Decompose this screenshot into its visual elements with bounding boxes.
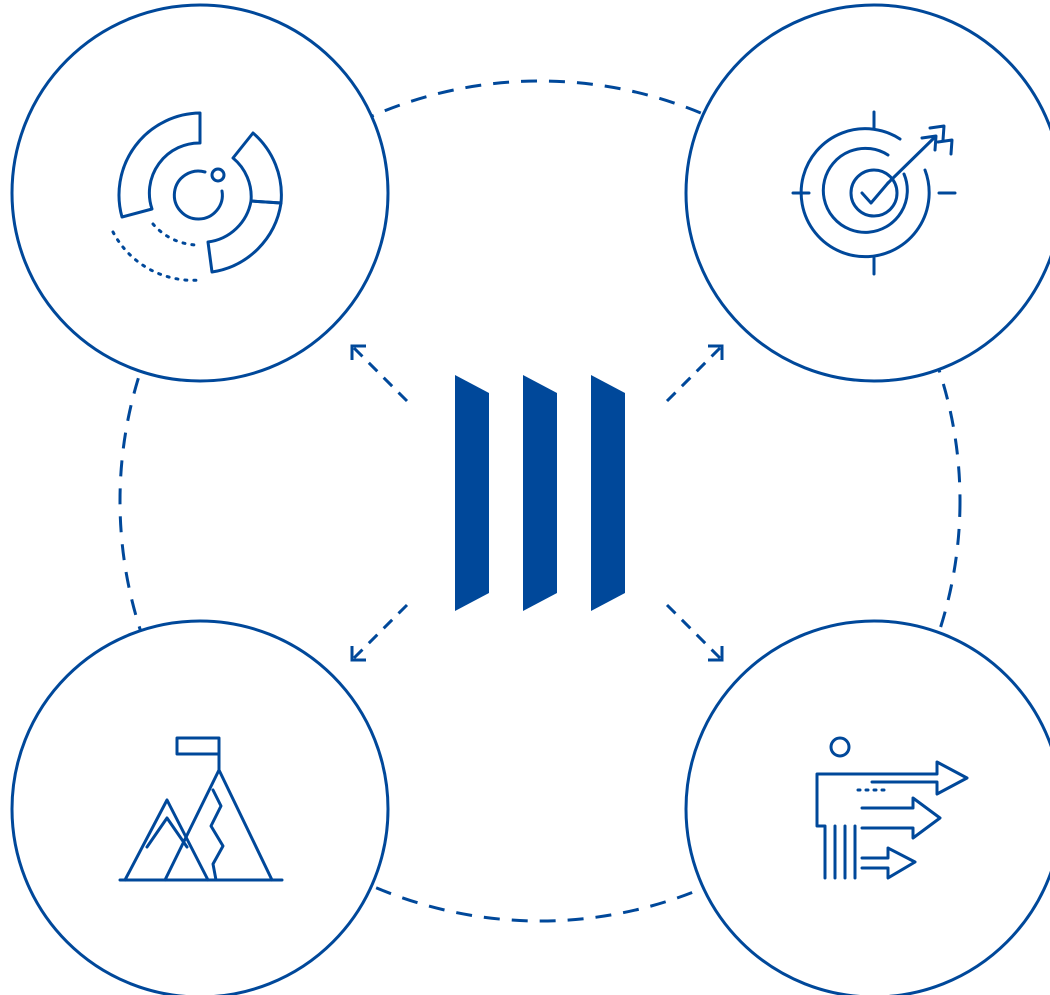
arrow-to-bottom-left — [350, 603, 409, 662]
center-logo — [455, 375, 625, 611]
arrow-to-top-left — [350, 344, 409, 403]
target-checkmark-arrow-icon — [791, 110, 957, 276]
mountain-flag-icon — [118, 736, 284, 882]
logo-bar-2 — [523, 375, 557, 611]
node-circle-top-left — [10, 3, 390, 383]
segmented-dial-icon — [111, 111, 283, 282]
dashed-ring — [118, 79, 962, 923]
presenter-arrows-icon — [815, 736, 969, 880]
logo-bar-1 — [455, 375, 489, 611]
arrow-to-top-right — [665, 344, 724, 403]
node-circle-top-right — [684, 3, 1050, 383]
logo-bar-3 — [591, 375, 625, 611]
arrow-to-bottom-right — [665, 603, 724, 662]
